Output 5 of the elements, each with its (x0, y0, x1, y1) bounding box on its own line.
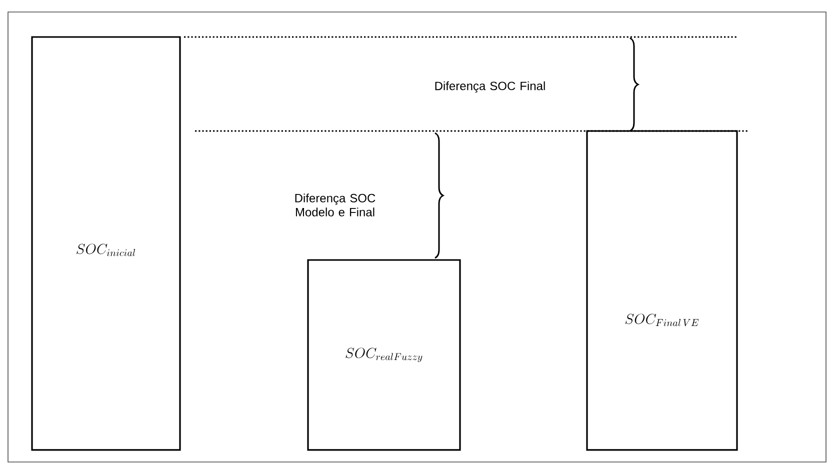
brace-label: Diferença SOC Final (435, 81, 545, 93)
bar-box: $SOC_{realFuzzy}$ (307, 259, 461, 451)
bar-box: $SOC_{inicial}$ (31, 36, 181, 451)
bar-box: $SOC_{Final\,VE}$ (586, 130, 738, 451)
brace-label: Diferença SOC Modelo e Final (295, 194, 376, 216)
